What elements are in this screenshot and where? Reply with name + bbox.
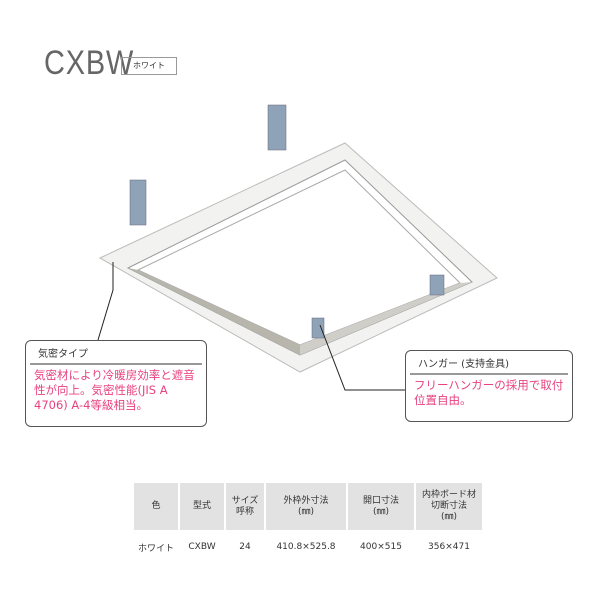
cell: 24 <box>239 542 251 552</box>
callout-hanger: ハンガー (支持金具) フリーハンガーの採用で取付位置自由。 <box>405 350 573 422</box>
table-header-row: 色 型式 サイズ 呼称 外枠外寸法 (㎜) 開口寸法 (㎜) 内枠ボード材 切断… <box>134 483 482 530</box>
cell: 400×515 <box>360 542 402 552</box>
spec-table: 色 型式 サイズ 呼称 外枠外寸法 (㎜) 開口寸法 (㎜) 内枠ボード材 切断… <box>132 483 484 561</box>
header-model: 型式 <box>180 483 224 530</box>
header-size: サイズ 呼称 <box>226 483 264 530</box>
cell: CXBW <box>188 542 216 552</box>
callout-airtight: 気密タイプ 気密材により冷暖房効率と遮音性が向上。気密性能(JIS A 4706… <box>25 340 207 427</box>
callout-hanger-body: フリーハンガーの採用で取付位置自由。 <box>414 378 564 407</box>
cell: 356×471 <box>428 542 470 552</box>
callout-airtight-heading: 気密タイプ <box>30 341 202 365</box>
table-row: ホワイト CXBW 24 410.8×525.8 400×515 356×471 <box>134 530 482 561</box>
callout-hanger-heading: ハンガー (支持金具) <box>410 351 568 375</box>
header-outer-dim: 外枠外寸法 (㎜) <box>266 483 346 530</box>
color-badge: ホワイト <box>121 57 177 75</box>
callout-airtight-body: 気密材により冷暖房効率と遮音性が向上。気密性能(JIS A 4706) A-4等… <box>34 368 195 412</box>
header-cut-dim: 内枠ボード材 切断寸法 (㎜) <box>416 483 482 530</box>
header-color: 色 <box>134 483 178 530</box>
cell: ホワイト <box>137 543 174 554</box>
product-title: CXBW <box>44 44 135 82</box>
header-opening-dim: 開口寸法 (㎜) <box>348 483 414 530</box>
cell: 410.8×525.8 <box>276 542 336 552</box>
